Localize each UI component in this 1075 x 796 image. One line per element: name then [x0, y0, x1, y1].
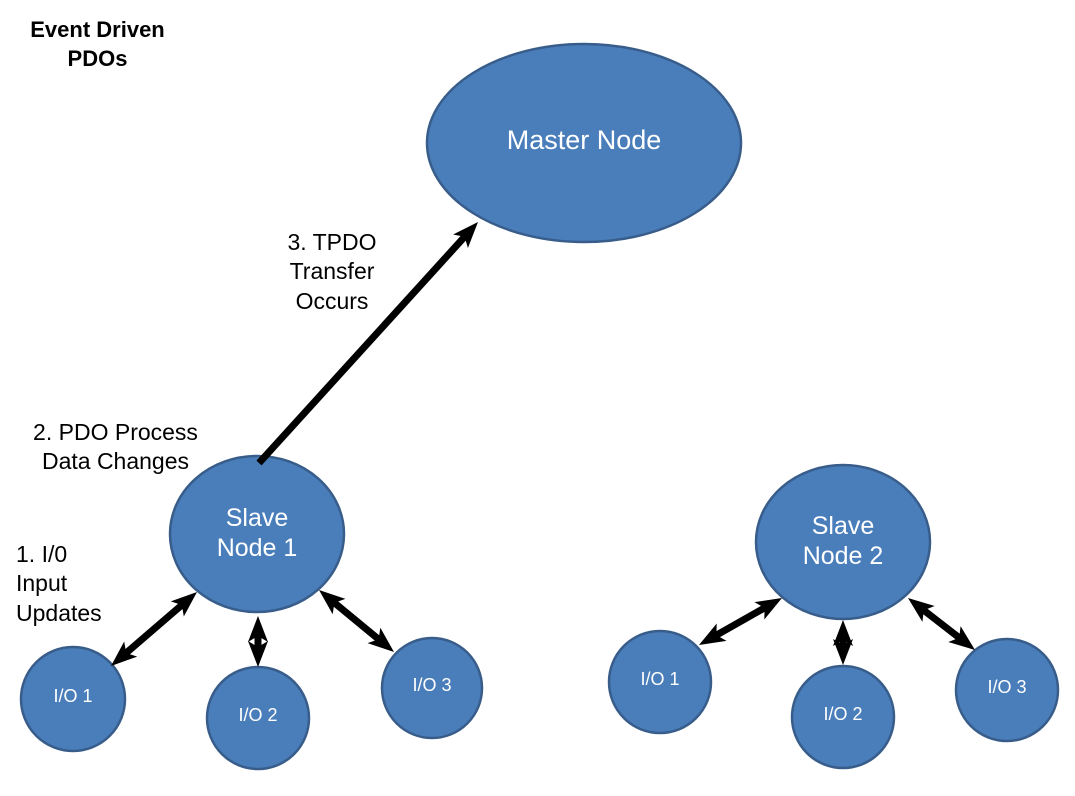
arrow-slave1-to-l-io3	[319, 590, 394, 652]
annotation-step2: 2. PDO Process Data Changes	[33, 419, 198, 475]
node-r-io3[interactable]	[954, 637, 1060, 743]
arrow-slave1-to-master	[256, 222, 478, 466]
arrow-l-io1-to-slave1	[111, 592, 197, 666]
arrow-slave2-to-r-io3	[908, 598, 975, 650]
page-title: Event Driven PDOs	[30, 17, 165, 71]
arrow-r-io1-to-slave2	[699, 598, 782, 645]
node-l-io1[interactable]	[19, 645, 127, 753]
node-slave2[interactable]	[754, 463, 932, 621]
nodes-layer	[19, 42, 1060, 771]
node-master[interactable]	[425, 42, 743, 244]
node-r-io2[interactable]	[790, 664, 896, 770]
annotation-step3: 3. TPDO Transfer Occurs	[287, 229, 377, 314]
annotation-step1: 1. I/0 Input Updates	[16, 541, 102, 626]
node-slave1[interactable]	[168, 454, 346, 614]
arrow-l-io2-to-slave1	[248, 616, 268, 667]
arrow-r-io2-to-slave2	[833, 620, 853, 665]
node-r-io1[interactable]	[607, 629, 713, 735]
arrows-layer	[111, 222, 975, 667]
node-l-io3[interactable]	[380, 636, 484, 740]
node-l-io2[interactable]	[205, 665, 311, 771]
